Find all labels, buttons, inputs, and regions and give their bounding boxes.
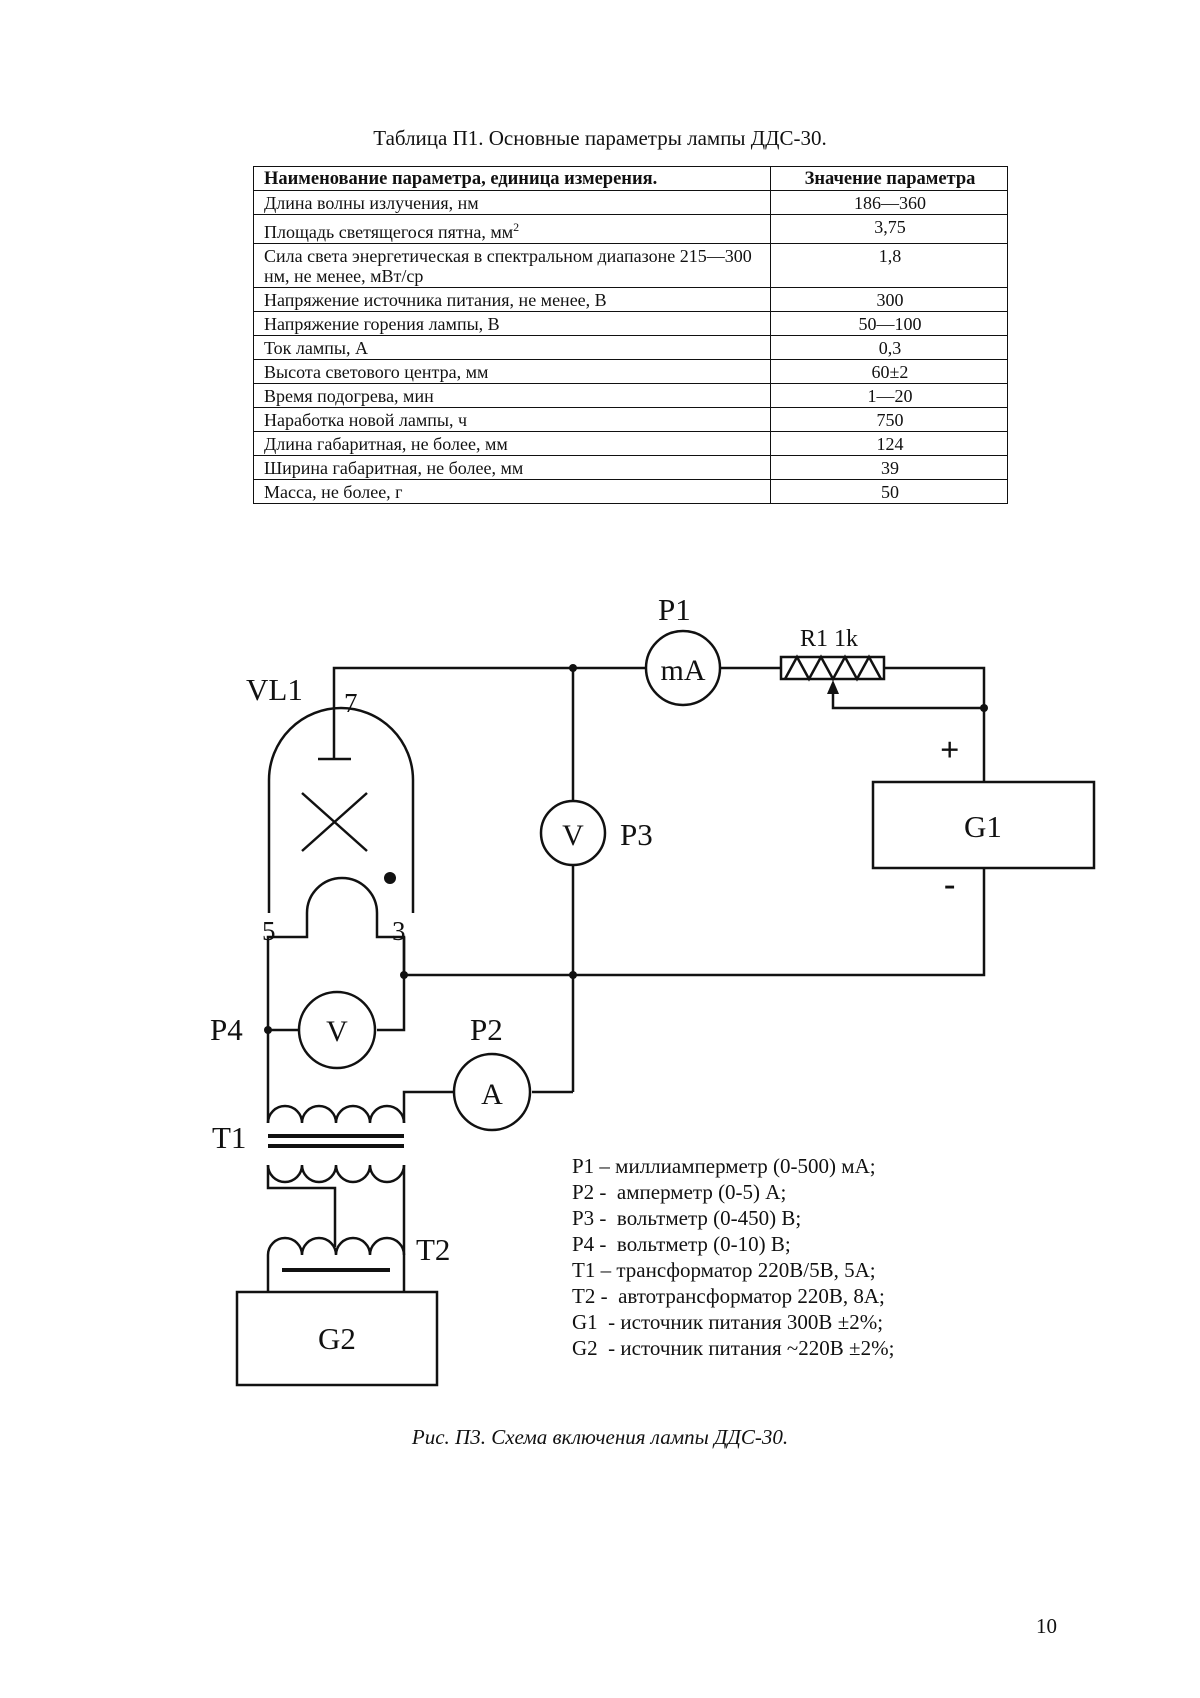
param-name: Напряжение источника питания, не менее, …	[253, 287, 771, 312]
param-value: 750	[770, 407, 1008, 432]
label-p1: P1	[658, 592, 691, 627]
param-name: Ширина габаритная, не более, мм	[253, 455, 771, 480]
power-source-g2	[235, 1290, 439, 1387]
label-g2: G2	[318, 1321, 356, 1356]
param-name: Ток лампы, А	[253, 335, 771, 360]
label-r1: R1 1k	[800, 626, 858, 652]
voltmeter-p3	[539, 799, 607, 867]
lamp-vl1	[267, 706, 415, 914]
column-header-value: Значение параметра	[770, 166, 1008, 191]
resistor-r1	[779, 654, 886, 682]
legend-item: T1 – трансформатор 220В/5В, 5А;	[572, 1258, 876, 1282]
label-t2: T2	[416, 1232, 450, 1267]
param-name-text: Площадь светящегося пятна, мм	[264, 222, 514, 242]
label-p3: P3	[620, 817, 653, 852]
param-value: 1—20	[770, 383, 1008, 408]
superscript: 2	[513, 220, 520, 234]
param-name: Напряжение горения лампы, В	[253, 311, 771, 336]
param-value: 39	[770, 455, 1008, 480]
legend: P1 – миллиамперметр (0-500) мА; P2 - амп…	[572, 1153, 894, 1361]
label-g1: G1	[964, 809, 1002, 844]
param-name: Длина габаритная, не более, мм	[253, 431, 771, 456]
legend-item: P1 – миллиамперметр (0-500) мА;	[572, 1154, 876, 1178]
label-pin-3: 3	[392, 916, 406, 946]
param-value: 3,75	[770, 214, 1008, 244]
legend-item: G1 - источник питания 300В ±2%;	[572, 1310, 884, 1334]
param-value: 50	[770, 479, 1008, 504]
autotransformer-t2	[266, 1176, 406, 1272]
ammeter-p2	[452, 1052, 532, 1132]
junctions	[264, 664, 988, 1034]
param-name: Наработка новой лампы, ч	[253, 407, 771, 432]
label-t1: T1	[212, 1120, 246, 1155]
column-header-parameter: Наименование параметра, единица измерени…	[253, 166, 771, 191]
label-vl1: VL1	[246, 672, 303, 707]
resistor-wiper-arrow	[827, 680, 839, 694]
lamp-dot	[384, 872, 396, 884]
figure-caption: Рис. П3. Схема включения лампы ДДС-30.	[411, 1425, 789, 1449]
legend-item: T2 - автотрансформатор 220В, 8А;	[572, 1284, 885, 1308]
p3-unit: V	[562, 819, 584, 852]
param-value: 186—360	[770, 190, 1008, 215]
label-p4: P4	[210, 1012, 243, 1047]
label-plus: +	[940, 732, 959, 769]
table-row: Напряжение источника питания, не менее, …	[253, 287, 1008, 312]
param-value: 0,3	[770, 335, 1008, 360]
label-p2: P2	[470, 1012, 503, 1047]
label-pin-7: 7	[344, 688, 358, 718]
voltmeter-p4	[297, 990, 377, 1070]
legend-item: P3 - вольтметр (0-450) В;	[572, 1206, 802, 1230]
milliammeter-p1	[644, 629, 722, 707]
param-value: 1,8	[770, 243, 1008, 288]
param-value: 300	[770, 287, 1008, 312]
param-name: Масса, не более, г	[253, 479, 771, 504]
power-source-g1	[871, 780, 1096, 870]
legend-item: P4 - вольтметр (0-10) В;	[572, 1232, 791, 1256]
param-value: 124	[770, 431, 1008, 456]
param-value: 60±2	[770, 359, 1008, 384]
table-caption: Таблица П1. Основные параметры лампы ДДС…	[373, 126, 827, 150]
param-name: Время подогрева, мин	[253, 383, 771, 408]
p2-unit: A	[481, 1078, 503, 1111]
param-value: 50—100	[770, 311, 1008, 336]
param-name: Длина волны излучения, нм	[253, 190, 771, 215]
label-pin-5: 5	[262, 916, 276, 946]
legend-item: P2 - амперметр (0-5) А;	[572, 1180, 787, 1204]
table-header-row: Наименование параметра, единица измерени…	[253, 166, 1008, 191]
transformer-t1	[266, 1104, 406, 1184]
page-number: 10	[1036, 1614, 1057, 1638]
table-row: Сила света энергетическая в спектральном…	[253, 243, 1008, 288]
label-minus: -	[944, 866, 955, 903]
param-name: Сила света энергетическая в спектральном…	[253, 243, 771, 288]
p4-unit: V	[326, 1015, 348, 1048]
legend-item: G2 - источник питания ~220В ±2%;	[572, 1336, 895, 1360]
param-name: Площадь светящегося пятна, мм2	[253, 214, 771, 244]
parameters-table: Наименование параметра, единица измерени…	[253, 166, 1008, 504]
p1-unit: mA	[661, 654, 706, 687]
param-name: Высота светового центра, мм	[253, 359, 771, 384]
circuit-diagram: VL1 7 5 3 P1 mA R1 1k + - G1 V P3 P4 V P…	[210, 592, 1096, 1387]
